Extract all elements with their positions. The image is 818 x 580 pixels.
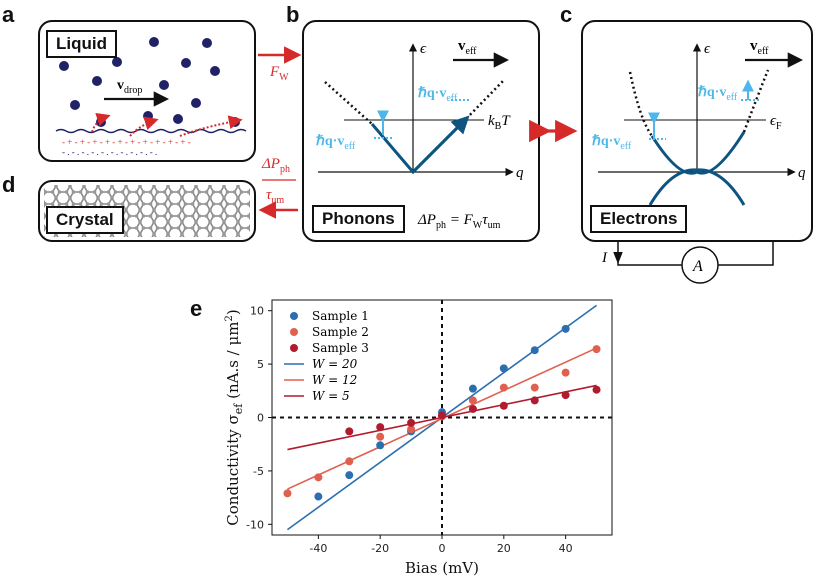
- y-tick-label: -5: [253, 465, 264, 478]
- data-point: [345, 471, 354, 480]
- data-point: [561, 368, 570, 377]
- data-point: [499, 364, 508, 373]
- y-tick-label: 5: [257, 358, 264, 371]
- liquid-surface-wave: [55, 128, 247, 134]
- phonon-hq-left: ℏq·veff: [316, 134, 356, 152]
- data-point: [345, 427, 354, 436]
- panel-letter-d: d: [2, 172, 16, 197]
- panel-letter-e: e: [190, 296, 203, 321]
- electron-hq-left: ℏq·veff: [592, 134, 632, 152]
- current-label: I: [601, 250, 608, 266]
- phonon-dispersion: [370, 120, 465, 175]
- vdrop-label: vdrop: [117, 78, 142, 96]
- legend: Sample 1 Sample 2 Sample 3 W = 20 W = 12 W = …: [284, 309, 369, 403]
- electron-conduction-band: [650, 131, 746, 175]
- x-tick-label: -40: [309, 542, 327, 555]
- ammeter-label: A: [692, 258, 703, 275]
- legend-label: Sample 3: [312, 341, 369, 355]
- data-point: [376, 423, 385, 432]
- electron-hq-right: ℏq·veff: [698, 85, 738, 103]
- legend-point-swatch: [290, 312, 298, 320]
- panel-letter-a: a: [2, 2, 15, 27]
- data-point: [530, 346, 539, 355]
- panel-letter-c: c: [560, 2, 573, 27]
- data-point: [376, 432, 385, 441]
- electron-momentum-label: q: [798, 165, 806, 181]
- legend-point-swatch: [290, 344, 298, 352]
- tau-label: τum: [266, 187, 284, 206]
- electron-band-left-dotted: [628, 71, 654, 137]
- pressure-label: ΔPph: [261, 156, 290, 175]
- schematic-diagrams: - + - + - + - + - + - + - + - + - + - + …: [44, 37, 806, 284]
- legend-label: Sample 2: [312, 325, 369, 339]
- electron-valence-band: [648, 168, 746, 206]
- data-point: [530, 383, 539, 392]
- force-label: FW: [269, 64, 289, 83]
- legend-point-swatch: [290, 328, 298, 336]
- data-point: [561, 391, 570, 400]
- data-points: [283, 324, 601, 501]
- phonon-branch-right-dotted: [462, 79, 505, 123]
- data-point: [530, 396, 539, 405]
- electron-band-right-dotted: [742, 69, 770, 133]
- data-point: [561, 324, 570, 333]
- axis-ticks: -40 -20 0 20 40 -10 -5 0 5 10: [246, 305, 573, 555]
- surface-charges: - + - + - + - + - + - + - + - + - + - + …: [62, 137, 191, 147]
- electron-veff-label: veff: [750, 38, 769, 57]
- data-point: [376, 441, 385, 450]
- x-axis-label: Bias (mV): [405, 559, 479, 577]
- phonon-energy-label: ϵ: [420, 41, 427, 57]
- electrons-tag: Electrons: [590, 205, 688, 233]
- data-point: [314, 492, 323, 501]
- electron-fermi-label: ϵF: [770, 113, 782, 132]
- phonon-veff-label: veff: [458, 38, 477, 57]
- x-tick-label: -20: [371, 542, 389, 555]
- y-tick-label: 10: [250, 305, 264, 318]
- data-point: [407, 418, 416, 427]
- y-tick-label: 0: [257, 412, 264, 425]
- x-tick-label: 20: [497, 542, 511, 555]
- legend-label: W = 12: [312, 373, 357, 387]
- data-point: [499, 383, 508, 392]
- phonon-slope-arrow: [411, 115, 470, 174]
- x-tick-label: 0: [439, 542, 446, 555]
- phonon-branch-left-dotted: [324, 81, 373, 125]
- x-tick-label: 40: [559, 542, 573, 555]
- data-point: [283, 489, 292, 498]
- data-point: [592, 385, 601, 394]
- data-point: [468, 384, 477, 393]
- surface-charges-lower: - . - . - . - . - . - . - . - . - . - .: [62, 147, 157, 157]
- droplet-trajectories: [91, 112, 243, 137]
- phonon-equation: ΔPph = FWτum: [417, 212, 501, 231]
- legend-label: W = 20: [312, 357, 358, 371]
- y-axis-label: Conductivity σef (nA.s / μm2): [224, 309, 245, 525]
- circuit-wire-right: [718, 242, 774, 266]
- legend-label: Sample 1: [312, 309, 369, 323]
- current-arrow: [613, 251, 623, 265]
- data-point: [345, 457, 354, 466]
- y-tick-label: -10: [246, 518, 264, 531]
- phonon-hq-right: ℏq·veff: [418, 86, 458, 104]
- legend-label: W = 5: [312, 389, 350, 403]
- crystal-tag: Crystal: [46, 206, 124, 234]
- ammeter: [681, 246, 719, 284]
- data-point: [407, 425, 416, 434]
- data-point: [438, 411, 446, 420]
- data-point: [468, 404, 477, 413]
- circuit-wire-left: [617, 242, 682, 266]
- liquid-tag: Liquid: [46, 30, 117, 58]
- data-point: [468, 396, 477, 405]
- phonons-tag: Phonons: [312, 205, 405, 233]
- panel-letter-b: b: [286, 2, 300, 27]
- data-point: [499, 401, 508, 410]
- electron-energy-label: ϵ: [704, 41, 711, 57]
- data-point: [314, 473, 323, 482]
- phonon-kbt-label: kBT: [488, 113, 511, 132]
- phonon-momentum-label: q: [516, 165, 524, 181]
- data-point: [592, 345, 601, 354]
